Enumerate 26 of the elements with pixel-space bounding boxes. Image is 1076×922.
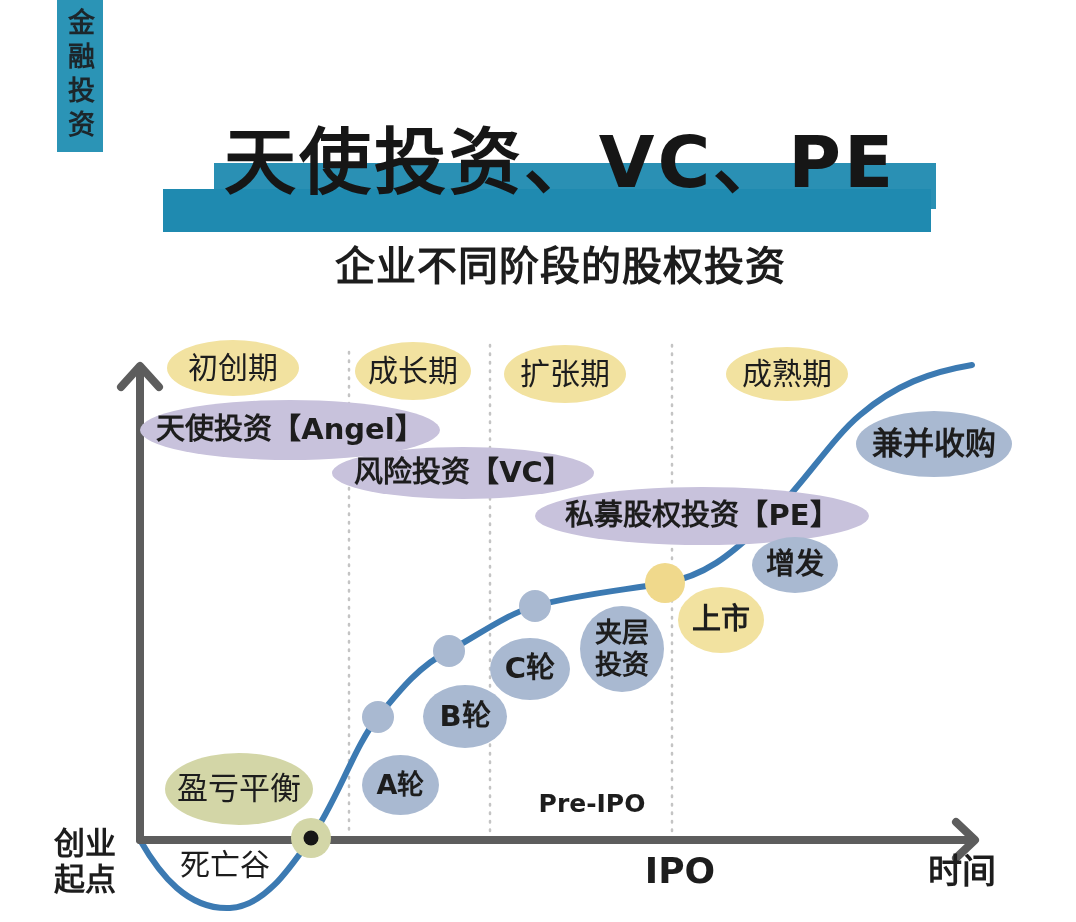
annotation-label: 死亡谷	[180, 848, 270, 881]
milestone-dot	[645, 563, 685, 603]
stage-bubble: 初创期	[167, 340, 299, 396]
investment-bubble: 风险投资【VC】	[332, 447, 594, 499]
event-bubble: 上市	[678, 587, 764, 653]
milestone-dot	[433, 635, 465, 667]
subtitle: 企业不同阶段的股权投资	[334, 244, 786, 288]
origin-label: 创业起点	[54, 826, 117, 898]
side-tab: 金融投资	[57, 0, 103, 152]
axis-label: 时间	[928, 853, 996, 891]
milestone-dot	[362, 701, 394, 733]
phase-label: Pre-IPO	[538, 790, 646, 818]
milestone-dot	[519, 590, 551, 622]
stage-bubble: 成长期	[355, 342, 471, 400]
investment-bubble: 私募股权投资【PE】	[535, 487, 869, 545]
milestone-dot	[291, 818, 331, 858]
event-bubble: 盈亏平衡	[165, 753, 313, 825]
event-bubble: 夹层投资	[580, 606, 664, 692]
stage-bubble: 成熟期	[726, 347, 848, 401]
stage-bubble: 扩张期	[504, 345, 626, 403]
round-bubble: A轮	[362, 755, 439, 815]
milestone-label: IPO	[644, 851, 716, 891]
event-bubble: 增发	[752, 537, 838, 593]
round-bubble: C轮	[490, 638, 570, 700]
event-bubble: 兼并收购	[856, 411, 1012, 477]
round-bubble: B轮	[423, 685, 507, 748]
